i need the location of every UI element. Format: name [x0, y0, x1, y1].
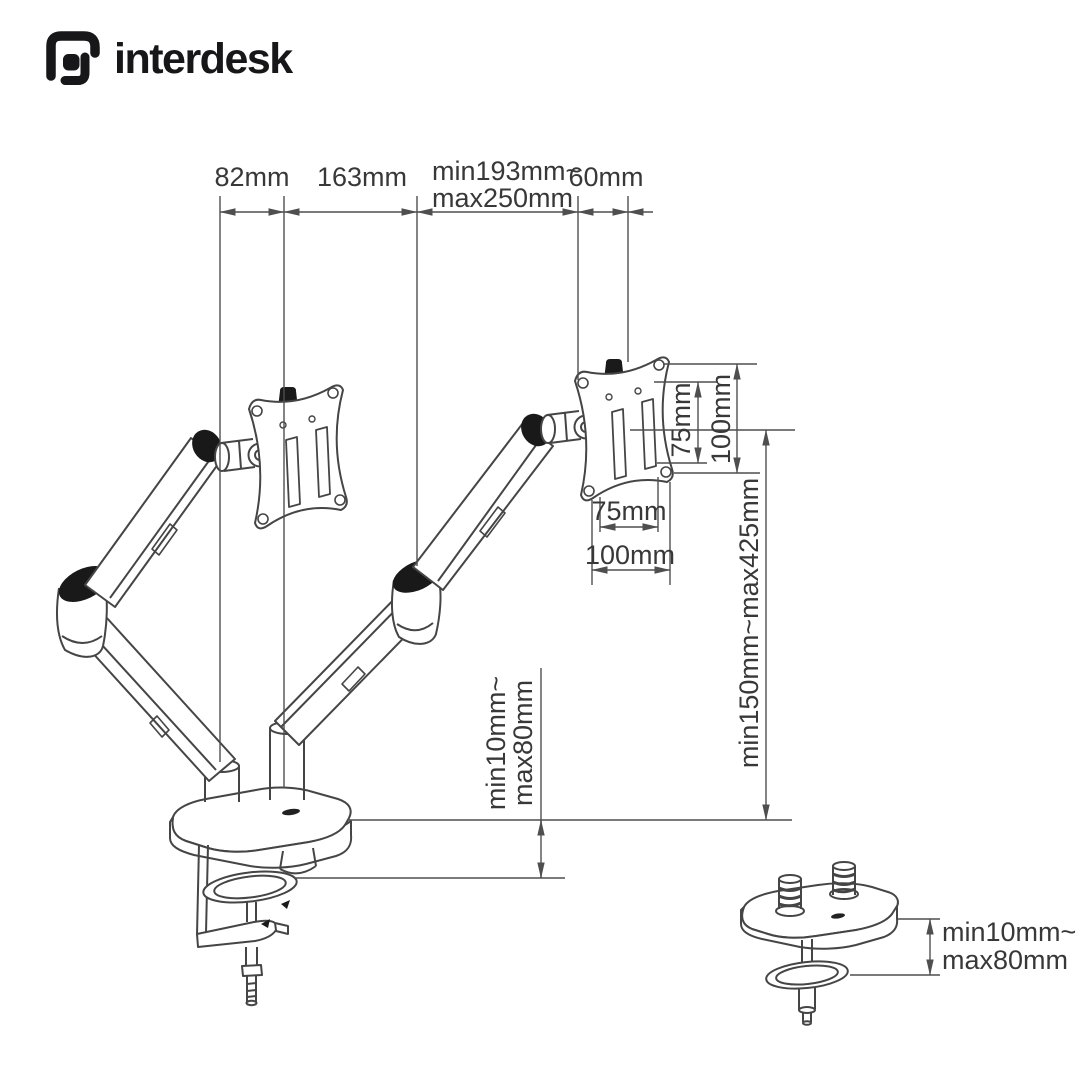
monitor-arm-right	[269, 413, 554, 800]
grommet-base-detail	[740, 861, 899, 1026]
clamp-screw-rod	[241, 947, 263, 1007]
vesa-plate-left	[214, 384, 348, 530]
mounting-post	[778, 874, 802, 909]
dim-label-clamp-max: max80mm	[508, 680, 538, 806]
clamp-ring-handle	[202, 870, 298, 904]
brand-logo: interdesk	[42, 30, 293, 88]
mounting-post	[832, 861, 856, 895]
gas-spring-link	[84, 437, 222, 608]
dim-label-lower-arm-reach: 163mm	[317, 162, 407, 192]
dim-label-vesa-horizontal-100: 100mm	[585, 540, 675, 570]
vesa-plate-right	[540, 356, 674, 502]
gas-spring-link	[412, 422, 554, 591]
dim-label-grommet-max: max80mm	[942, 945, 1068, 975]
dim-label-upper-arm-max: max250mm	[432, 183, 573, 213]
dim-label-vesa-vertical-100: 100mm	[706, 374, 736, 464]
brand-name: interdesk	[114, 35, 293, 83]
interdesk-logo-icon	[46, 31, 100, 85]
monitor-arm-left	[56, 429, 240, 802]
dim-label-grommet-min: min10mm~	[942, 917, 1076, 947]
dim-label-vesa-horizontal-75: 75mm	[591, 496, 666, 526]
desk-mount-base	[169, 786, 353, 1007]
dim-label-clamp-min: min10mm~	[481, 676, 511, 810]
dim-label-vesa-vertical-75: 75mm	[666, 382, 696, 457]
dimension-lines	[219, 196, 940, 976]
grommet-ring-handle	[765, 960, 849, 990]
dim-label-height-range: min150mm~max425mm	[734, 478, 764, 768]
dim-label-upper-arm-min: min193mm~	[432, 156, 581, 186]
dim-label-arm-spacing: 82mm	[214, 162, 289, 192]
dimension-labels: 82mm 163mm min193mm~ max250mm 60mm 75mm …	[214, 156, 1076, 975]
dim-label-head-offset: 60mm	[568, 162, 643, 192]
